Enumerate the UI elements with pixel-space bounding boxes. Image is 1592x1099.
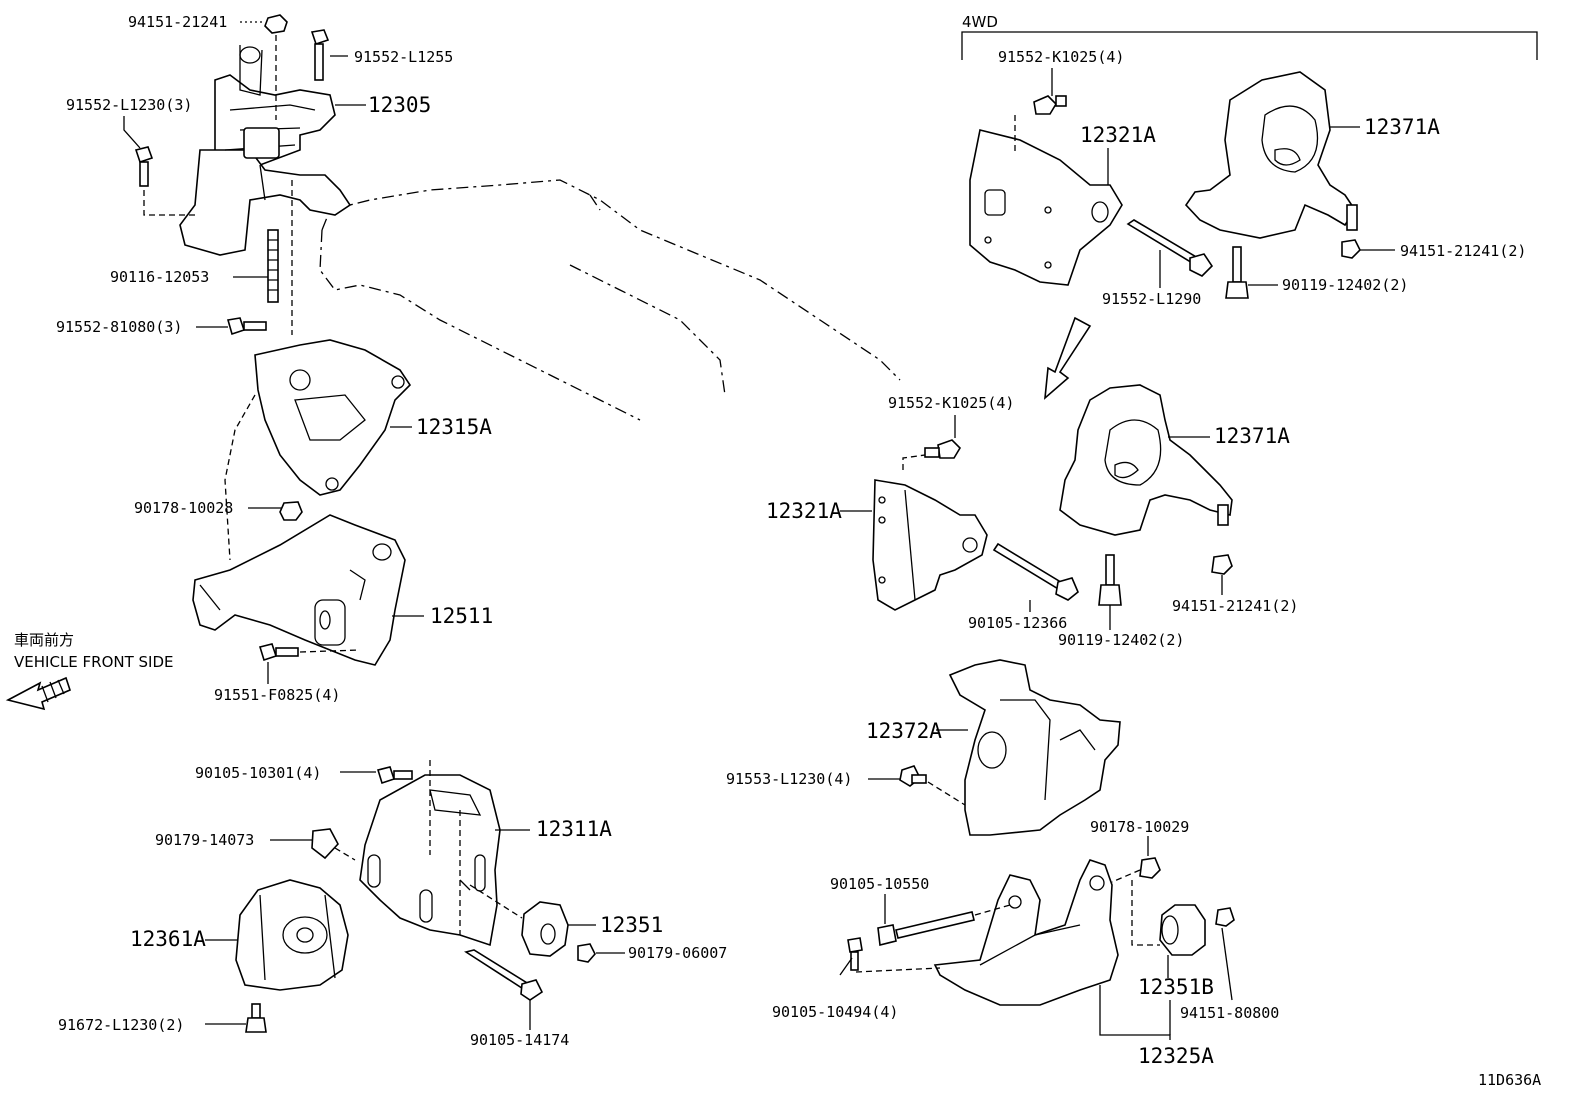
bolt-90105-10494 (847, 937, 941, 973)
label-90179-06007: 90179-06007 (628, 944, 727, 962)
label-91552-L1290: 91552-L1290 (1102, 290, 1201, 308)
label-90119-12402-2-top: 90119-12402(2) (1282, 276, 1408, 294)
label-12351B: 12351B (1138, 975, 1214, 999)
label-90178-10029: 90178-10029 (1090, 818, 1189, 836)
label-90105-10550: 90105-10550 (830, 875, 929, 893)
label-91552-L1230-3: 91552-L1230(3) (66, 96, 192, 114)
part-12311A (359, 760, 501, 947)
arrow-down-left-icon (1044, 316, 1092, 400)
bolt-91552-K1025-mid (924, 439, 962, 459)
bolt-90119-12402-top (1225, 246, 1249, 299)
nut-94151-21241-top-right (1341, 239, 1361, 259)
part-12371A-mid (1059, 384, 1233, 536)
bolt-90105-12366 (992, 542, 1079, 601)
label-12315A: 12315A (416, 415, 492, 439)
part-12321A-mid (872, 454, 988, 611)
nut-90178-10028 (279, 501, 303, 521)
leader-lines (123, 21, 1395, 1040)
bolt-91552-L1255 (310, 29, 330, 81)
label-12321A-top: 12321A (1080, 123, 1156, 147)
bolt-90105-14174 (459, 879, 544, 1001)
label-90105-14174: 90105-14174 (470, 1031, 569, 1049)
label-12325A: 12325A (1138, 1044, 1214, 1068)
label-91672-L1230-2: 91672-L1230(2) (58, 1016, 184, 1034)
label-94151-21241: 94151-21241 (128, 13, 227, 31)
nut-90178-10029 (1111, 857, 1161, 946)
label-12511: 12511 (430, 604, 493, 628)
label-vehicle-front-en: VEHICLE FRONT SIDE (14, 653, 174, 671)
part-12325A (933, 859, 1119, 1006)
label-12351: 12351 (600, 913, 663, 937)
bolt-91552-L1290 (1126, 219, 1214, 277)
label-12361A: 12361A (130, 927, 206, 951)
label-90179-14073: 90179-14073 (155, 831, 254, 849)
label-diagram-id: 11D636A (1478, 1071, 1541, 1089)
bolt-94151-21241-top (264, 14, 288, 120)
label-4wd: 4WD (962, 13, 998, 31)
label-vehicle-front-jp: 車両前方 (14, 631, 74, 649)
label-91551-F0825-4: 91551-F0825(4) (214, 686, 340, 704)
label-12371A-mid: 12371A (1214, 424, 1290, 448)
part-12371A-top (1184, 71, 1358, 239)
part-12321A-top (969, 115, 1123, 286)
label-12372A: 12372A (866, 719, 942, 743)
4wd-bracket-line (961, 31, 1538, 60)
label-12305: 12305 (368, 93, 431, 117)
label-90178-10028: 90178-10028 (134, 499, 233, 517)
label-91553-L1230-4: 91553-L1230(4) (726, 770, 852, 788)
bolt-91552-L1230-top (134, 146, 195, 216)
part-12372A (948, 659, 1121, 836)
bushing-12351B (1159, 904, 1206, 956)
bolt-90105-10301 (376, 766, 413, 785)
part-12305 (179, 45, 352, 256)
bolt-90179-14073 (311, 828, 356, 861)
label-90105-10301-4: 90105-10301(4) (195, 764, 321, 782)
bolt-91672-L1230 (245, 1003, 267, 1033)
label-91552-81080-3: 91552-81080(3) (56, 318, 182, 336)
bushing-12351 (469, 884, 569, 957)
label-91552-K1025-4-top: 91552-K1025(4) (998, 48, 1124, 66)
stud-90116-12053 (267, 180, 293, 335)
label-91552-K1025-4-mid: 91552-K1025(4) (888, 394, 1014, 412)
part-12361A (235, 879, 349, 991)
label-12321A-mid: 12321A (766, 499, 842, 523)
nut-90179-06007 (577, 943, 596, 963)
bolt-91552-81080 (226, 317, 267, 336)
bolt-90105-10550 (877, 904, 1011, 946)
bolt-91552-K1025-top (1033, 95, 1067, 115)
label-90116-12053: 90116-12053 (110, 268, 209, 286)
label-91552-L1255: 91552-L1255 (354, 48, 453, 66)
label-90105-10494-4: 90105-10494(4) (772, 1003, 898, 1021)
part-12511 (192, 514, 406, 666)
nut-94151-80800 (1215, 907, 1235, 927)
label-12371A-top: 12371A (1364, 115, 1440, 139)
bolt-90119-12402-mid (1098, 554, 1122, 606)
part-12315A (224, 339, 412, 561)
label-12311A: 12311A (536, 817, 612, 841)
label-90119-12402-2-mid: 90119-12402(2) (1058, 631, 1184, 649)
label-94151-80800: 94151-80800 (1180, 1004, 1279, 1022)
nut-94151-21241-mid (1211, 554, 1233, 575)
vehicle-front-arrow-icon (5, 676, 71, 711)
bolt-91553-L1230 (899, 765, 966, 806)
label-94151-21241-2-mid: 94151-21241(2) (1172, 597, 1298, 615)
engine-outline (319, 179, 901, 421)
label-94151-21241-2-top: 94151-21241(2) (1400, 242, 1526, 260)
label-90105-12366: 90105-12366 (968, 614, 1067, 632)
bolt-91551-F0825 (258, 643, 361, 662)
